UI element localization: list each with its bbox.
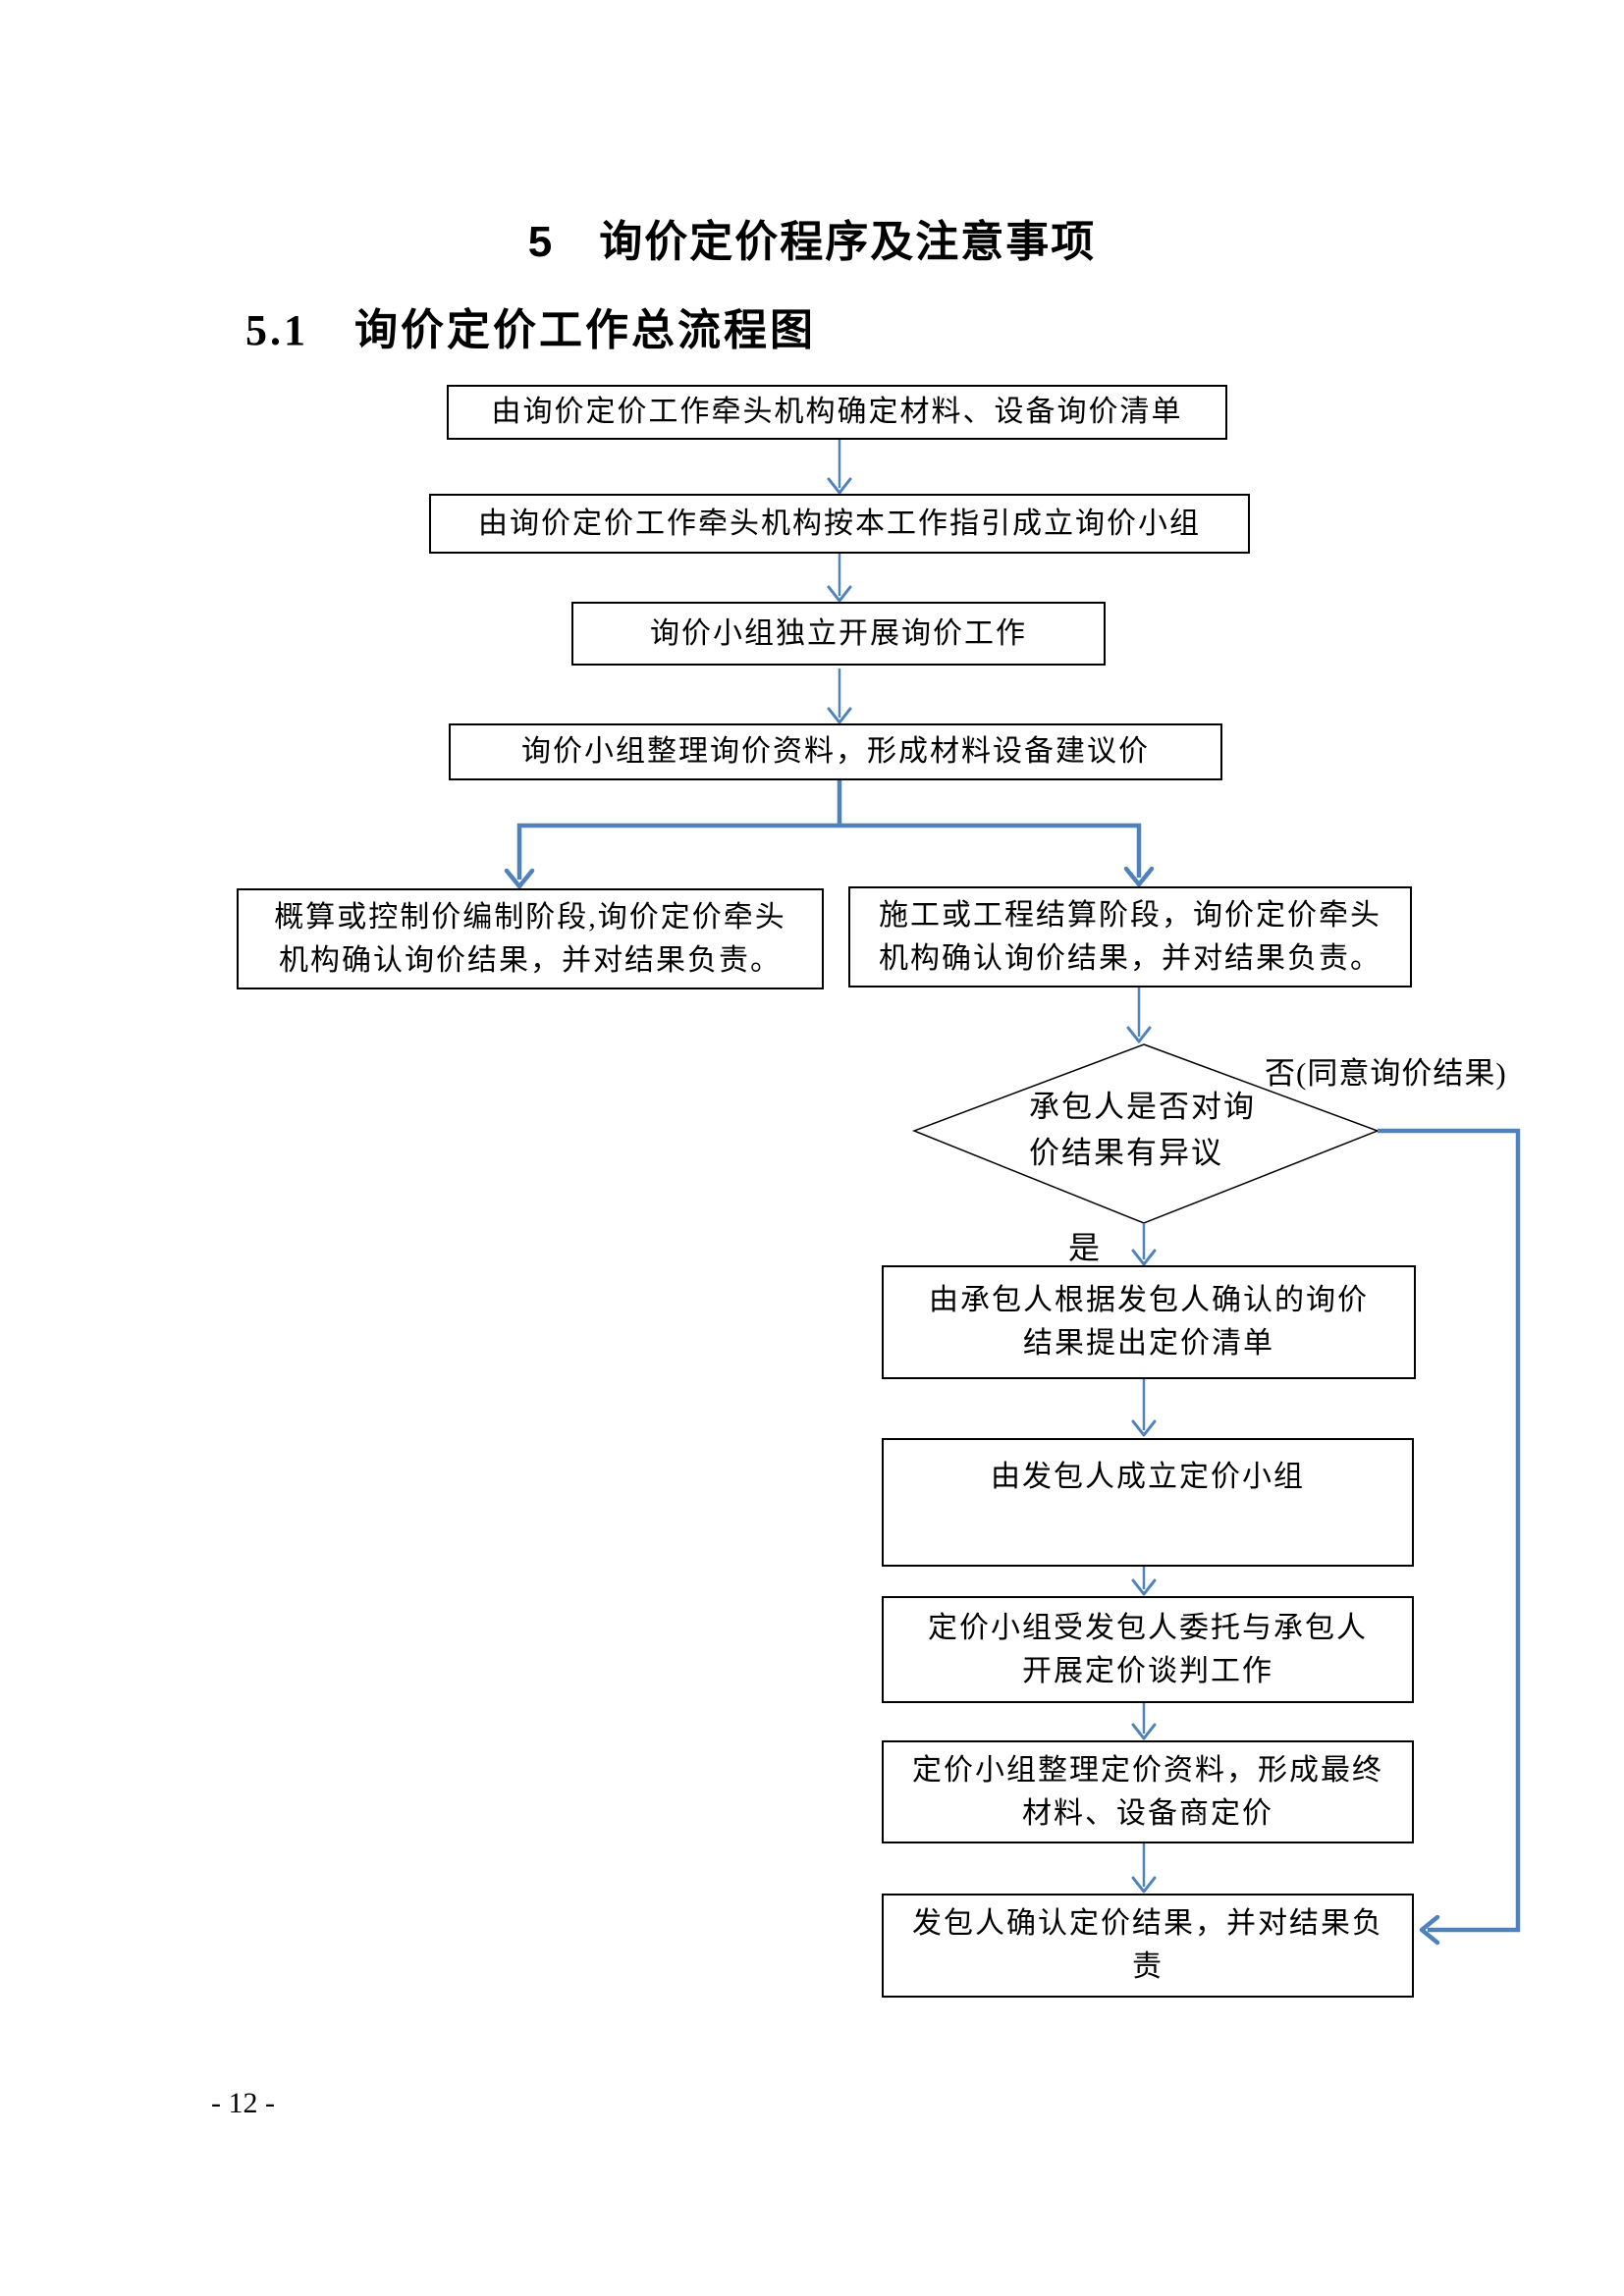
flow-connector: [1131, 1723, 1157, 1740]
section-heading: 5.1 询价定价工作总流程图: [245, 306, 816, 354]
flow-node-pricing-team: 由发包人成立定价小组: [882, 1438, 1414, 1567]
flow-connector: [1131, 1249, 1157, 1266]
flow-node-determine-list: 由询价定价工作牵头机构确定材料、设备询价清单: [447, 385, 1227, 440]
flow-node-employer-confirm: 发包人确认定价结果，并对结果负 责: [882, 1894, 1414, 1998]
flow-connector: [1378, 1128, 1521, 1933]
flow-connector: [1419, 1914, 1440, 1946]
flow-connector: [1126, 1026, 1152, 1043]
flow-node-final-pricing: 定价小组整理定价资料，形成最终 材料、设备商定价: [882, 1740, 1414, 1843]
flow-node-line: 施工或工程结算阶段，询价定价牵头: [879, 898, 1381, 932]
flow-connector: [1131, 1578, 1157, 1596]
flow-node-label: 由发包人成立定价小组: [991, 1461, 1305, 1493]
flow-connector: [1123, 866, 1155, 887]
flow-connector: [827, 477, 852, 495]
flow-node-line: 概算或控制价编制阶段,询价定价牵头: [274, 900, 786, 934]
flow-node-line: 发包人确认定价结果，并对结果负: [912, 1907, 1383, 1940]
flow-node-contractor-list: 由承包人根据发包人确认的询价 结果提出定价清单: [882, 1265, 1416, 1379]
flow-node-organize-data: 询价小组整理询价资料，形成材料设备建议价: [449, 723, 1222, 780]
flow-node-form-team: 由询价定价工作牵头机构按本工作指引成立询价小组: [429, 494, 1250, 554]
edge-label-yes: 是: [1068, 1230, 1102, 1265]
page-number: - 12 -: [211, 2087, 275, 2119]
flow-node-estimate-stage: 概算或控制价编制阶段,询价定价牵头 机构确认询价结果，并对结果负责。: [237, 888, 824, 989]
flow-connector: [827, 707, 852, 724]
flow-node-decision: 承包人是否对询 价结果有异议: [1029, 1084, 1284, 1176]
flow-node-line: 材料、设备商定价: [1022, 1796, 1273, 1830]
flow-node-independent-inquiry: 询价小组独立开展询价工作: [571, 602, 1106, 666]
flow-connector: [827, 585, 852, 603]
flow-node-negotiation: 定价小组受发包人委托与承包人 开展定价谈判工作: [882, 1596, 1414, 1703]
flow-node-label: 询价小组独立开展询价工作: [650, 616, 1027, 650]
flow-connector: [1131, 1419, 1157, 1437]
page-title: 5 询价定价程序及注意事项: [527, 218, 1097, 266]
flow-node-construction-stage: 施工或工程结算阶段，询价定价牵头 机构确认询价结果，并对结果负责。: [848, 886, 1412, 988]
flow-node-label: 由询价定价工作牵头机构确定材料、设备询价清单: [491, 396, 1183, 428]
flow-node-line: 定价小组整理定价资料，形成最终: [912, 1753, 1383, 1787]
flow-node-line: 责: [1132, 1950, 1164, 1983]
flow-node-line: 结果提出定价清单: [1023, 1327, 1274, 1360]
flow-node-line: 由承包人根据发包人确认的询价: [929, 1284, 1369, 1316]
flow-node-line: 开展定价谈判工作: [1022, 1654, 1273, 1687]
flow-node-line: 承包人是否对询: [1029, 1090, 1256, 1124]
flow-node-line: 定价小组受发包人委托与承包人: [928, 1611, 1368, 1644]
flow-connector: [504, 868, 535, 889]
edge-label-no: 否(同意询价结果): [1265, 1056, 1507, 1091]
flow-node-line: 机构确认询价结果，并对结果负责。: [279, 943, 782, 977]
flow-node-label: 询价小组整理询价资料，形成材料设备建议价: [521, 735, 1150, 768]
flow-node-line: 价结果有异议: [1029, 1136, 1223, 1170]
flow-connector: [1131, 1876, 1157, 1894]
flow-node-line: 机构确认询价结果，并对结果负责。: [879, 941, 1381, 975]
flow-node-label: 由询价定价工作牵头机构按本工作指引成立询价小组: [478, 507, 1201, 540]
